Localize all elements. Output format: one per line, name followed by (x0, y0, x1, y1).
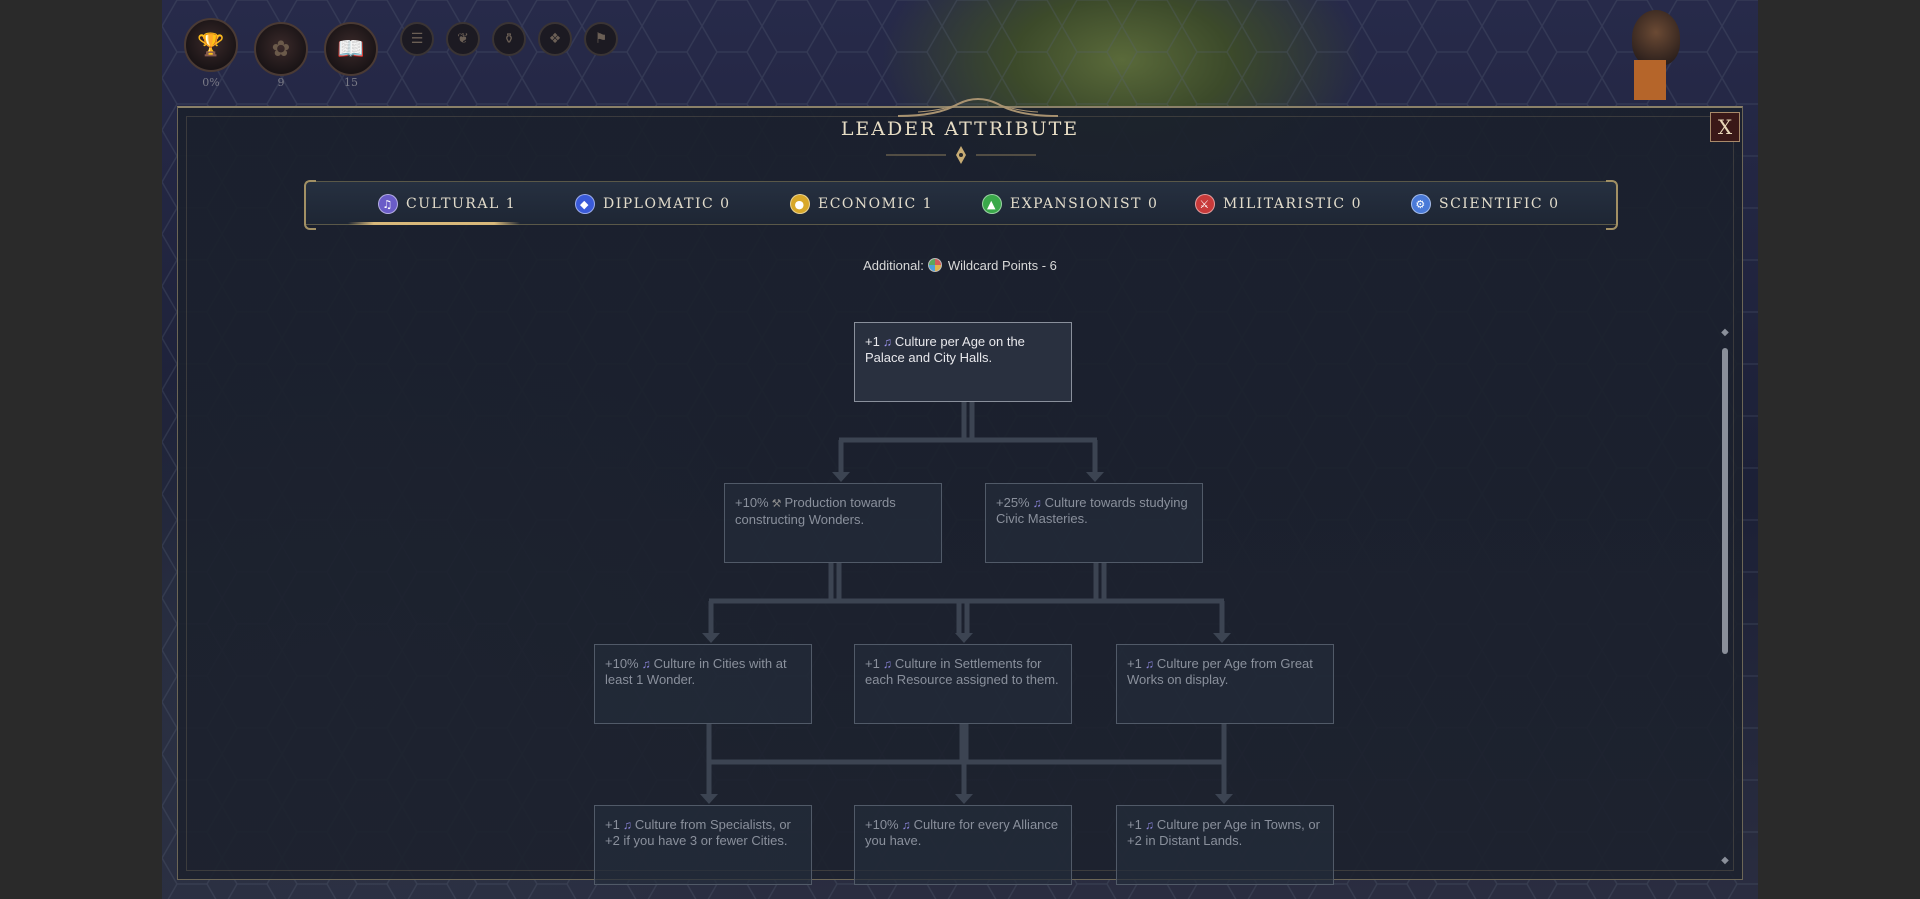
tab-label: CULTURAL 1 (406, 196, 517, 212)
diplomatic-icon: ◆ (575, 194, 595, 214)
tab-label: SCIENTIFIC 0 (1439, 196, 1560, 212)
culture-icon: ♫ (901, 818, 911, 832)
culture-icon: ♫ (882, 335, 892, 349)
node-text: Culture from Specialists, or +2 if you h… (605, 817, 791, 848)
wildcard-icon (927, 258, 942, 272)
tab-label: DIPLOMATIC 0 (603, 196, 731, 212)
connector-arrow (1215, 794, 1233, 804)
node-text: Culture per Age in Towns, or +2 in Dista… (1127, 817, 1320, 848)
node-text: Culture for every Alliance you have. (865, 817, 1059, 848)
attribute-node[interactable]: +1♫Culture from Specialists, or +2 if yo… (594, 805, 812, 885)
node-bonus: +1 (865, 656, 880, 671)
attribute-node[interactable]: +1♫Culture per Age from Great Works on d… (1116, 644, 1334, 724)
connector-arrow (1213, 633, 1231, 643)
attribute-node[interactable]: +10%♫Culture in Cities with at least 1 W… (594, 644, 812, 724)
top-ornament (898, 98, 1058, 117)
culture-icon: ♫ (1144, 818, 1154, 832)
scrollbar[interactable]: ◆ ◆ (1721, 327, 1729, 866)
economic-icon: ● (790, 194, 810, 214)
scroll-icon[interactable]: ☰ (400, 22, 434, 56)
flower-icon[interactable]: ✿ (254, 22, 308, 76)
book-value: 15 (344, 76, 358, 89)
scroll-up-icon[interactable]: ◆ (1721, 327, 1729, 338)
culture-icon: ♫ (1032, 496, 1042, 510)
connector-arrow (702, 633, 720, 643)
leaf-icon[interactable]: ❦ (446, 22, 480, 56)
attribute-node[interactable]: +10%♫Culture for every Alliance you have… (854, 805, 1072, 885)
title-ornament (886, 146, 1036, 164)
militaristic-icon: ⚔ (1195, 194, 1215, 214)
culture-icon: ♫ (622, 818, 632, 832)
attribute-node[interactable]: +25%♫Culture towards studying Civic Mast… (985, 483, 1203, 563)
connector-arrow (955, 633, 973, 643)
tab-label: MILITARISTIC 0 (1223, 196, 1362, 212)
culture-icon: ♫ (882, 657, 892, 671)
leader-portrait[interactable] (1632, 10, 1680, 66)
node-bonus: +1 (605, 817, 620, 832)
leader-banner (1634, 60, 1666, 100)
node-bonus: +10% (605, 656, 639, 671)
node-bonus: +1 (865, 334, 880, 349)
node-bonus: +10% (865, 817, 899, 832)
attribute-node[interactable]: +1♫Culture in Settlements for each Resou… (854, 644, 1072, 724)
node-text: Culture per Age from Great Works on disp… (1127, 656, 1313, 687)
attribute-node[interactable]: +1♫Culture per Age on the Palace and Cit… (854, 322, 1072, 402)
node-text: Production towards constructing Wonders. (735, 495, 896, 527)
dove-icon[interactable]: ❖ (538, 22, 572, 56)
attribute-node[interactable]: +10%⚒Production towards constructing Won… (724, 483, 942, 563)
scroll-thumb[interactable] (1722, 348, 1728, 654)
tab-scientific[interactable]: ⚙ SCIENTIFIC 0 (1411, 182, 1559, 226)
scroll-down-icon[interactable]: ◆ (1721, 855, 1729, 866)
connector-arrow (1086, 472, 1104, 482)
node-text: Culture in Settlements for each Resource… (865, 656, 1059, 687)
tab-economic[interactable]: ● ECONOMIC 1 (790, 182, 933, 226)
scientific-icon: ⚙ (1411, 194, 1431, 214)
trophy-value: 0% (202, 76, 220, 89)
wildcard-text: Wildcard Points - 6 (947, 258, 1057, 273)
close-button[interactable]: X (1710, 112, 1740, 142)
tab-expansionist[interactable]: ▲ EXPANSIONIST 0 (982, 182, 1158, 226)
tab-label: EXPANSIONIST 0 (1010, 196, 1159, 212)
culture-icon: ♫ (641, 657, 651, 671)
book-icon[interactable]: 📖 (324, 22, 378, 76)
node-text: Culture towards studying Civic Masteries… (996, 495, 1188, 526)
node-bonus: +1 (1127, 817, 1142, 832)
tab-militaristic[interactable]: ⚔ MILITARISTIC 0 (1195, 182, 1362, 226)
culture-icon: ♫ (1144, 657, 1154, 671)
tree-connector-lines (700, 402, 1233, 804)
attribute-tab-bar: ♫ CULTURAL 1 ◆ DIPLOMATIC 0 ● ECONOMIC 1… (304, 180, 1618, 230)
production-icon: ⚒ (771, 498, 782, 510)
additional-wildcard: Additional: Wildcard Points - 6 (178, 258, 1742, 273)
modal-title: LEADER ATTRIBUTE (840, 118, 1080, 140)
node-text: Culture per Age on the Palace and City H… (865, 334, 1025, 365)
additional-label: Additional: (863, 258, 924, 273)
trophy-icon[interactable]: 🏆 (184, 18, 238, 72)
node-bonus: +1 (1127, 656, 1142, 671)
vase-icon[interactable]: ⚱ (492, 22, 526, 56)
node-bonus: +25% (996, 495, 1030, 510)
attribute-node[interactable]: +1♫Culture per Age in Towns, or +2 in Di… (1116, 805, 1334, 885)
active-tab-underline (348, 222, 520, 225)
tab-cultural[interactable]: ♫ CULTURAL 1 (378, 182, 516, 226)
lock-icon[interactable]: ⚑ (584, 22, 618, 56)
node-text: Culture in Cities with at least 1 Wonder… (605, 656, 787, 687)
connector-arrow (955, 794, 973, 804)
flower-value: 9 (277, 76, 285, 89)
tab-diplomatic[interactable]: ◆ DIPLOMATIC 0 (575, 182, 731, 226)
attribute-tree: +1♫Culture per Age on the Palace and Cit… (178, 108, 1744, 885)
connector-arrow (832, 472, 850, 482)
expansionist-icon: ▲ (982, 194, 1002, 214)
cultural-icon: ♫ (378, 194, 398, 214)
leader-attribute-modal: LEADER ATTRIBUTE X ♫ CULTURAL 1 ◆ DIPLOM… (177, 98, 1744, 885)
connector-arrow (700, 794, 718, 804)
tab-label: ECONOMIC 1 (818, 196, 934, 212)
node-bonus: +10% (735, 495, 769, 510)
